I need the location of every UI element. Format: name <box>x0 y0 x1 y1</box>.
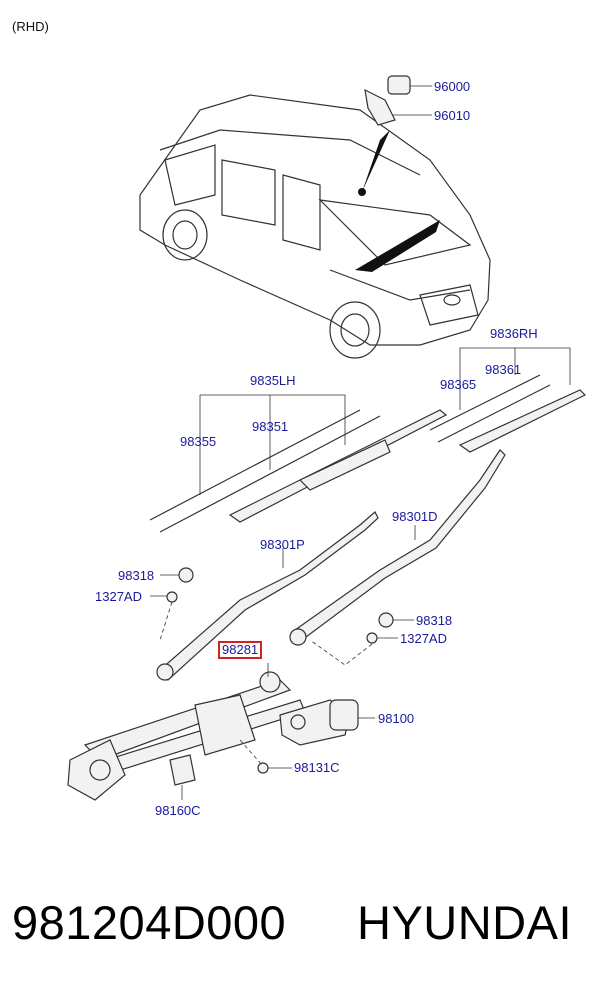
label-98361: 98361 <box>485 362 522 377</box>
brand-name: HYUNDAI <box>357 896 573 949</box>
label-98131C: 98131C <box>294 760 340 775</box>
label-98351: 98351 <box>252 419 289 434</box>
label-98355: 98355 <box>180 434 217 449</box>
label-96010: 96010 <box>434 108 471 123</box>
rh-blade-group <box>429 347 587 453</box>
label-9836RH: 9836RH <box>490 326 538 341</box>
label-98365: 98365 <box>440 377 477 392</box>
wiper-parts-diagram <box>67 75 587 801</box>
label-98160C: 98160C <box>155 803 201 818</box>
label-98301P: 98301P <box>260 537 305 552</box>
label-98318-right: 98318 <box>416 613 453 628</box>
part-number: 981204D000 <box>12 896 287 949</box>
label-98100: 98100 <box>378 711 415 726</box>
label-98281-highlighted: 98281 <box>218 641 263 659</box>
variant-note: (RHD) <box>12 19 49 34</box>
label-9835LH: 9835LH <box>250 373 296 388</box>
caps-and-nuts <box>150 567 414 666</box>
label-98301D: 98301D <box>392 509 438 524</box>
label-98318-left: 98318 <box>118 568 155 583</box>
wiper-arms <box>156 449 506 681</box>
label-96000: 96000 <box>434 79 471 94</box>
linkage-assembly <box>67 663 306 801</box>
label-1327AD-right: 1327AD <box>400 631 447 646</box>
washer-switch-parts <box>364 75 432 126</box>
lh-blade-group <box>149 394 448 533</box>
label-1327AD-left: 1327AD <box>95 589 142 604</box>
part-footer: 981204D000 HYUNDAI <box>0 895 600 965</box>
wiper-motor <box>279 699 375 746</box>
vehicle-illustration <box>139 94 491 359</box>
